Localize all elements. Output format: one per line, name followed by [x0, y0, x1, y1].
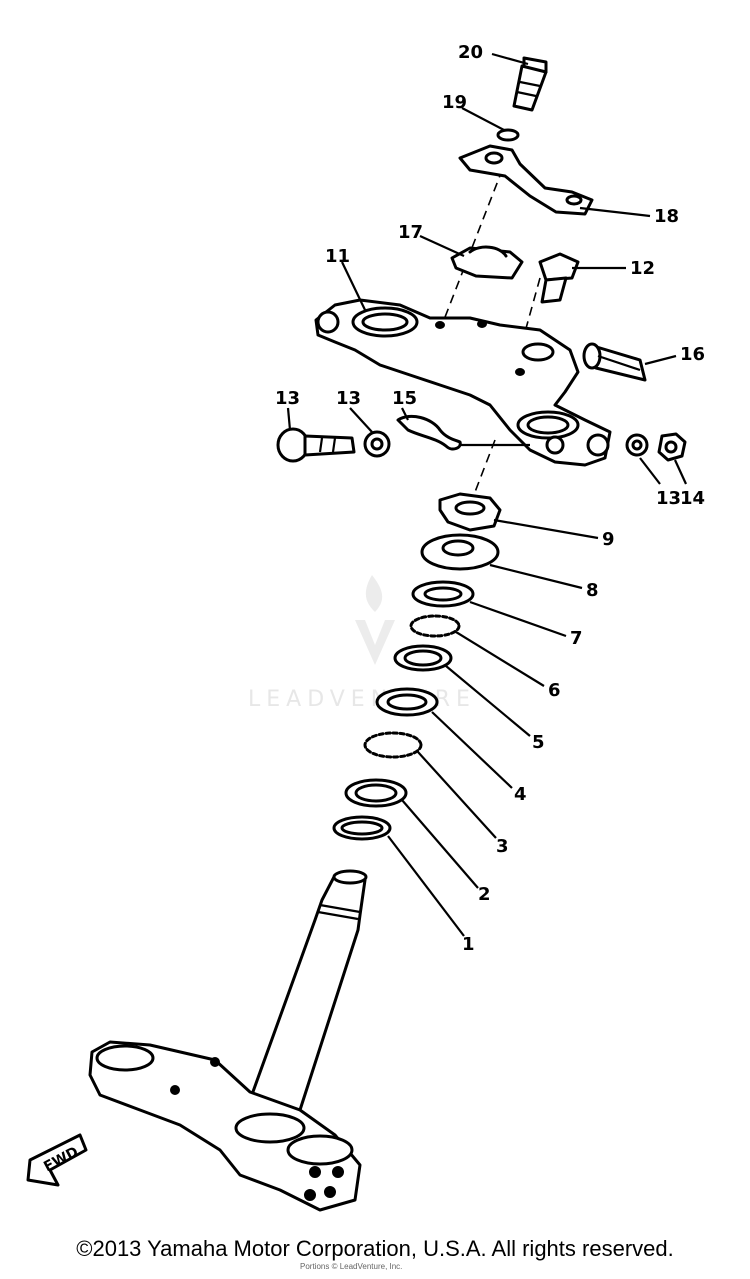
- callout-8: 8: [586, 580, 599, 601]
- callout-20: 20: [458, 42, 483, 63]
- part-15-clip: [396, 414, 530, 451]
- part-13-washer-right: [625, 433, 649, 457]
- steering-stem: [248, 869, 368, 1112]
- callout-14: 14: [680, 488, 705, 509]
- callout-5: 5: [532, 732, 545, 753]
- attribution-text: Portions © LeadVenture, Inc.: [300, 1262, 403, 1271]
- fwd-arrow: FWD: [26, 1133, 88, 1187]
- center-axis-upper: [439, 154, 509, 331]
- part-7-race: [411, 580, 475, 608]
- part-11-bolt: [538, 252, 580, 304]
- part-8-cover: [420, 533, 500, 571]
- part-2-race: [344, 778, 408, 808]
- callout-9: 9: [602, 529, 615, 550]
- callout-10: 11: [325, 246, 350, 267]
- callout-15: 15: [392, 388, 417, 409]
- part-20-bolt: [512, 56, 548, 112]
- part-10-upper-bracket: [314, 298, 612, 467]
- part-17-clamp: [450, 245, 524, 280]
- part-13-nut-left: [363, 430, 391, 458]
- callout-11: 12: [630, 258, 655, 279]
- center-axis-lower: [469, 439, 496, 506]
- watermark-text: LEADVENTURE: [248, 687, 476, 712]
- part-3-ball-bearings: [363, 731, 423, 759]
- part-16-pipe: [582, 342, 647, 382]
- callout-7: 7: [570, 628, 583, 649]
- part-12-bolt: [276, 427, 356, 463]
- part-9-ring-nut: [438, 492, 502, 532]
- copyright-text: ©2013 Yamaha Motor Corporation, U.S.A. A…: [76, 1236, 674, 1261]
- part-14-nut: [657, 432, 687, 462]
- callout-19: 19: [442, 92, 467, 113]
- callout-12: 13: [275, 388, 300, 409]
- callout-1: 1: [462, 934, 475, 955]
- callout-13a: 13: [336, 388, 361, 409]
- callout-18: 18: [654, 206, 679, 227]
- callouts: 20 19 18 17 12 11 16 13 13 15 13 14 9 8 …: [275, 42, 705, 955]
- callout-2: 2: [478, 884, 491, 905]
- part-5-race: [393, 644, 453, 672]
- part-19-washer: [496, 128, 520, 142]
- part-4-race: [375, 687, 439, 717]
- callout-16: 16: [680, 344, 705, 365]
- part-1-seal: [332, 815, 392, 841]
- callout-17: 17: [398, 222, 423, 243]
- callout-13b: 13: [656, 488, 681, 509]
- part-6-ball-bearings: [409, 614, 461, 638]
- callout-3: 3: [496, 836, 509, 857]
- part-18-bracket: [458, 144, 594, 216]
- lower-bracket: [88, 1040, 362, 1212]
- callout-4: 4: [514, 784, 527, 805]
- callout-6: 6: [548, 680, 561, 701]
